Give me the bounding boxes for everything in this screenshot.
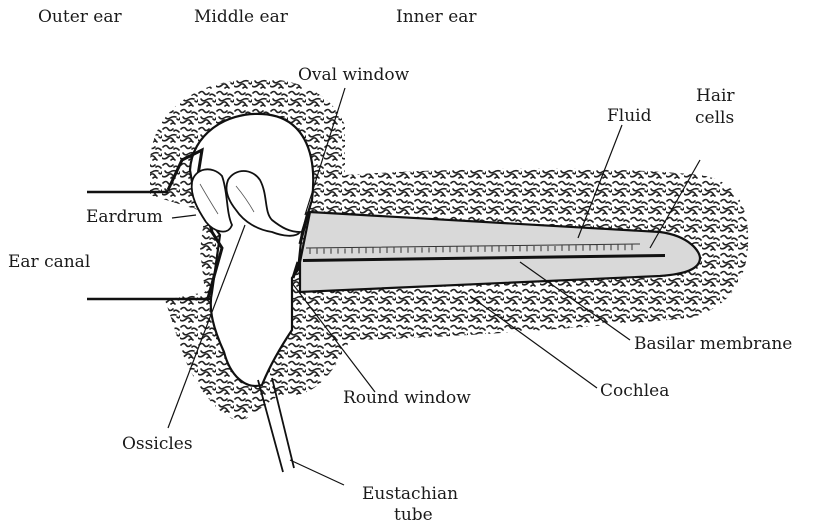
label-cochlea: Cochlea [600,381,669,401]
header-inner-ear: Inner ear [396,7,477,27]
label-eardrum: Eardrum [86,207,163,227]
label-ossicles: Ossicles [122,434,193,454]
label-oval-window: Oval window [298,65,410,85]
label-basilar-membrane: Basilar membrane [634,334,792,354]
header-outer-ear: Outer ear [38,7,123,27]
label-fluid: Fluid [607,106,652,126]
label-round-window: Round window [343,388,471,408]
label-ear-canal: Ear canal [8,252,90,272]
label-eustachian-2: tube [394,505,433,525]
label-hair-cells-1: Hair [696,86,735,106]
header-middle-ear: Middle ear [194,7,289,27]
label-eustachian-1: Eustachian [362,484,458,504]
label-hair-cells-2: cells [695,108,734,128]
